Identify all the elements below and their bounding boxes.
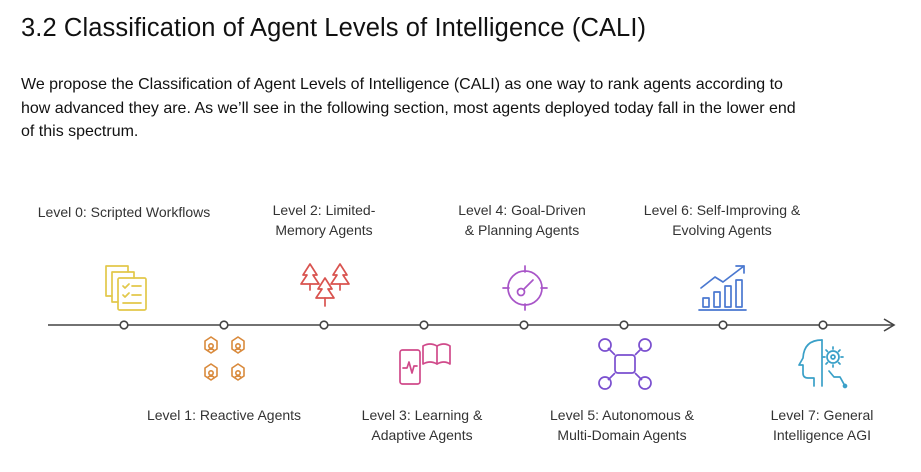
- ai-head-icon: [798, 339, 848, 389]
- node-level-4: [519, 320, 529, 330]
- section-heading: 3.2 Classification of Agent Levels of In…: [21, 14, 647, 42]
- level-5-label: Level 5: Autonomous & Multi-Domain Agent…: [550, 407, 694, 443]
- level-3-label: Level 3: Learning & Adaptive Agents: [361, 407, 483, 443]
- scripted-documents-icon: [105, 265, 147, 311]
- growth-chart-icon: [698, 265, 747, 311]
- level-4-label: Level 4: Goal-Driven & Planning Agents: [458, 202, 586, 238]
- level-2-label: Level 2: Limited- Memory Agents: [272, 202, 376, 238]
- phone-book-icon: [399, 343, 451, 385]
- node-level-0: [119, 320, 129, 330]
- drone-icon: [598, 338, 652, 390]
- level-7-label: Level 7: General Intelligence AGI: [770, 407, 874, 443]
- level-1-label: Level 1: Reactive Agents: [146, 407, 302, 423]
- intro-line: how advanced they are. As we’ll see in t…: [21, 99, 796, 117]
- level-6-label: Level 6: Self-Improving & Evolving Agent…: [643, 202, 801, 238]
- node-level-1: [219, 320, 229, 330]
- node-level-2: [319, 320, 329, 330]
- reactive-agents-icon: [204, 336, 245, 381]
- level-0-label: Level 0: Scripted Workflows: [37, 204, 211, 220]
- intro-paragraph: We propose the Classification of Agent L…: [21, 73, 911, 144]
- intro-line: We propose the Classification of Agent L…: [21, 76, 783, 93]
- node-level-7: [818, 320, 828, 330]
- node-level-3: [419, 320, 429, 330]
- node-level-6: [718, 320, 728, 330]
- target-icon: [502, 265, 548, 311]
- axis-arrowhead: [883, 318, 896, 332]
- node-level-5: [619, 320, 629, 330]
- timeline-nodes: [119, 320, 828, 330]
- intro-line: of this spectrum.: [21, 123, 139, 140]
- timeline-axis: [48, 318, 896, 332]
- trees-icon: [300, 263, 350, 307]
